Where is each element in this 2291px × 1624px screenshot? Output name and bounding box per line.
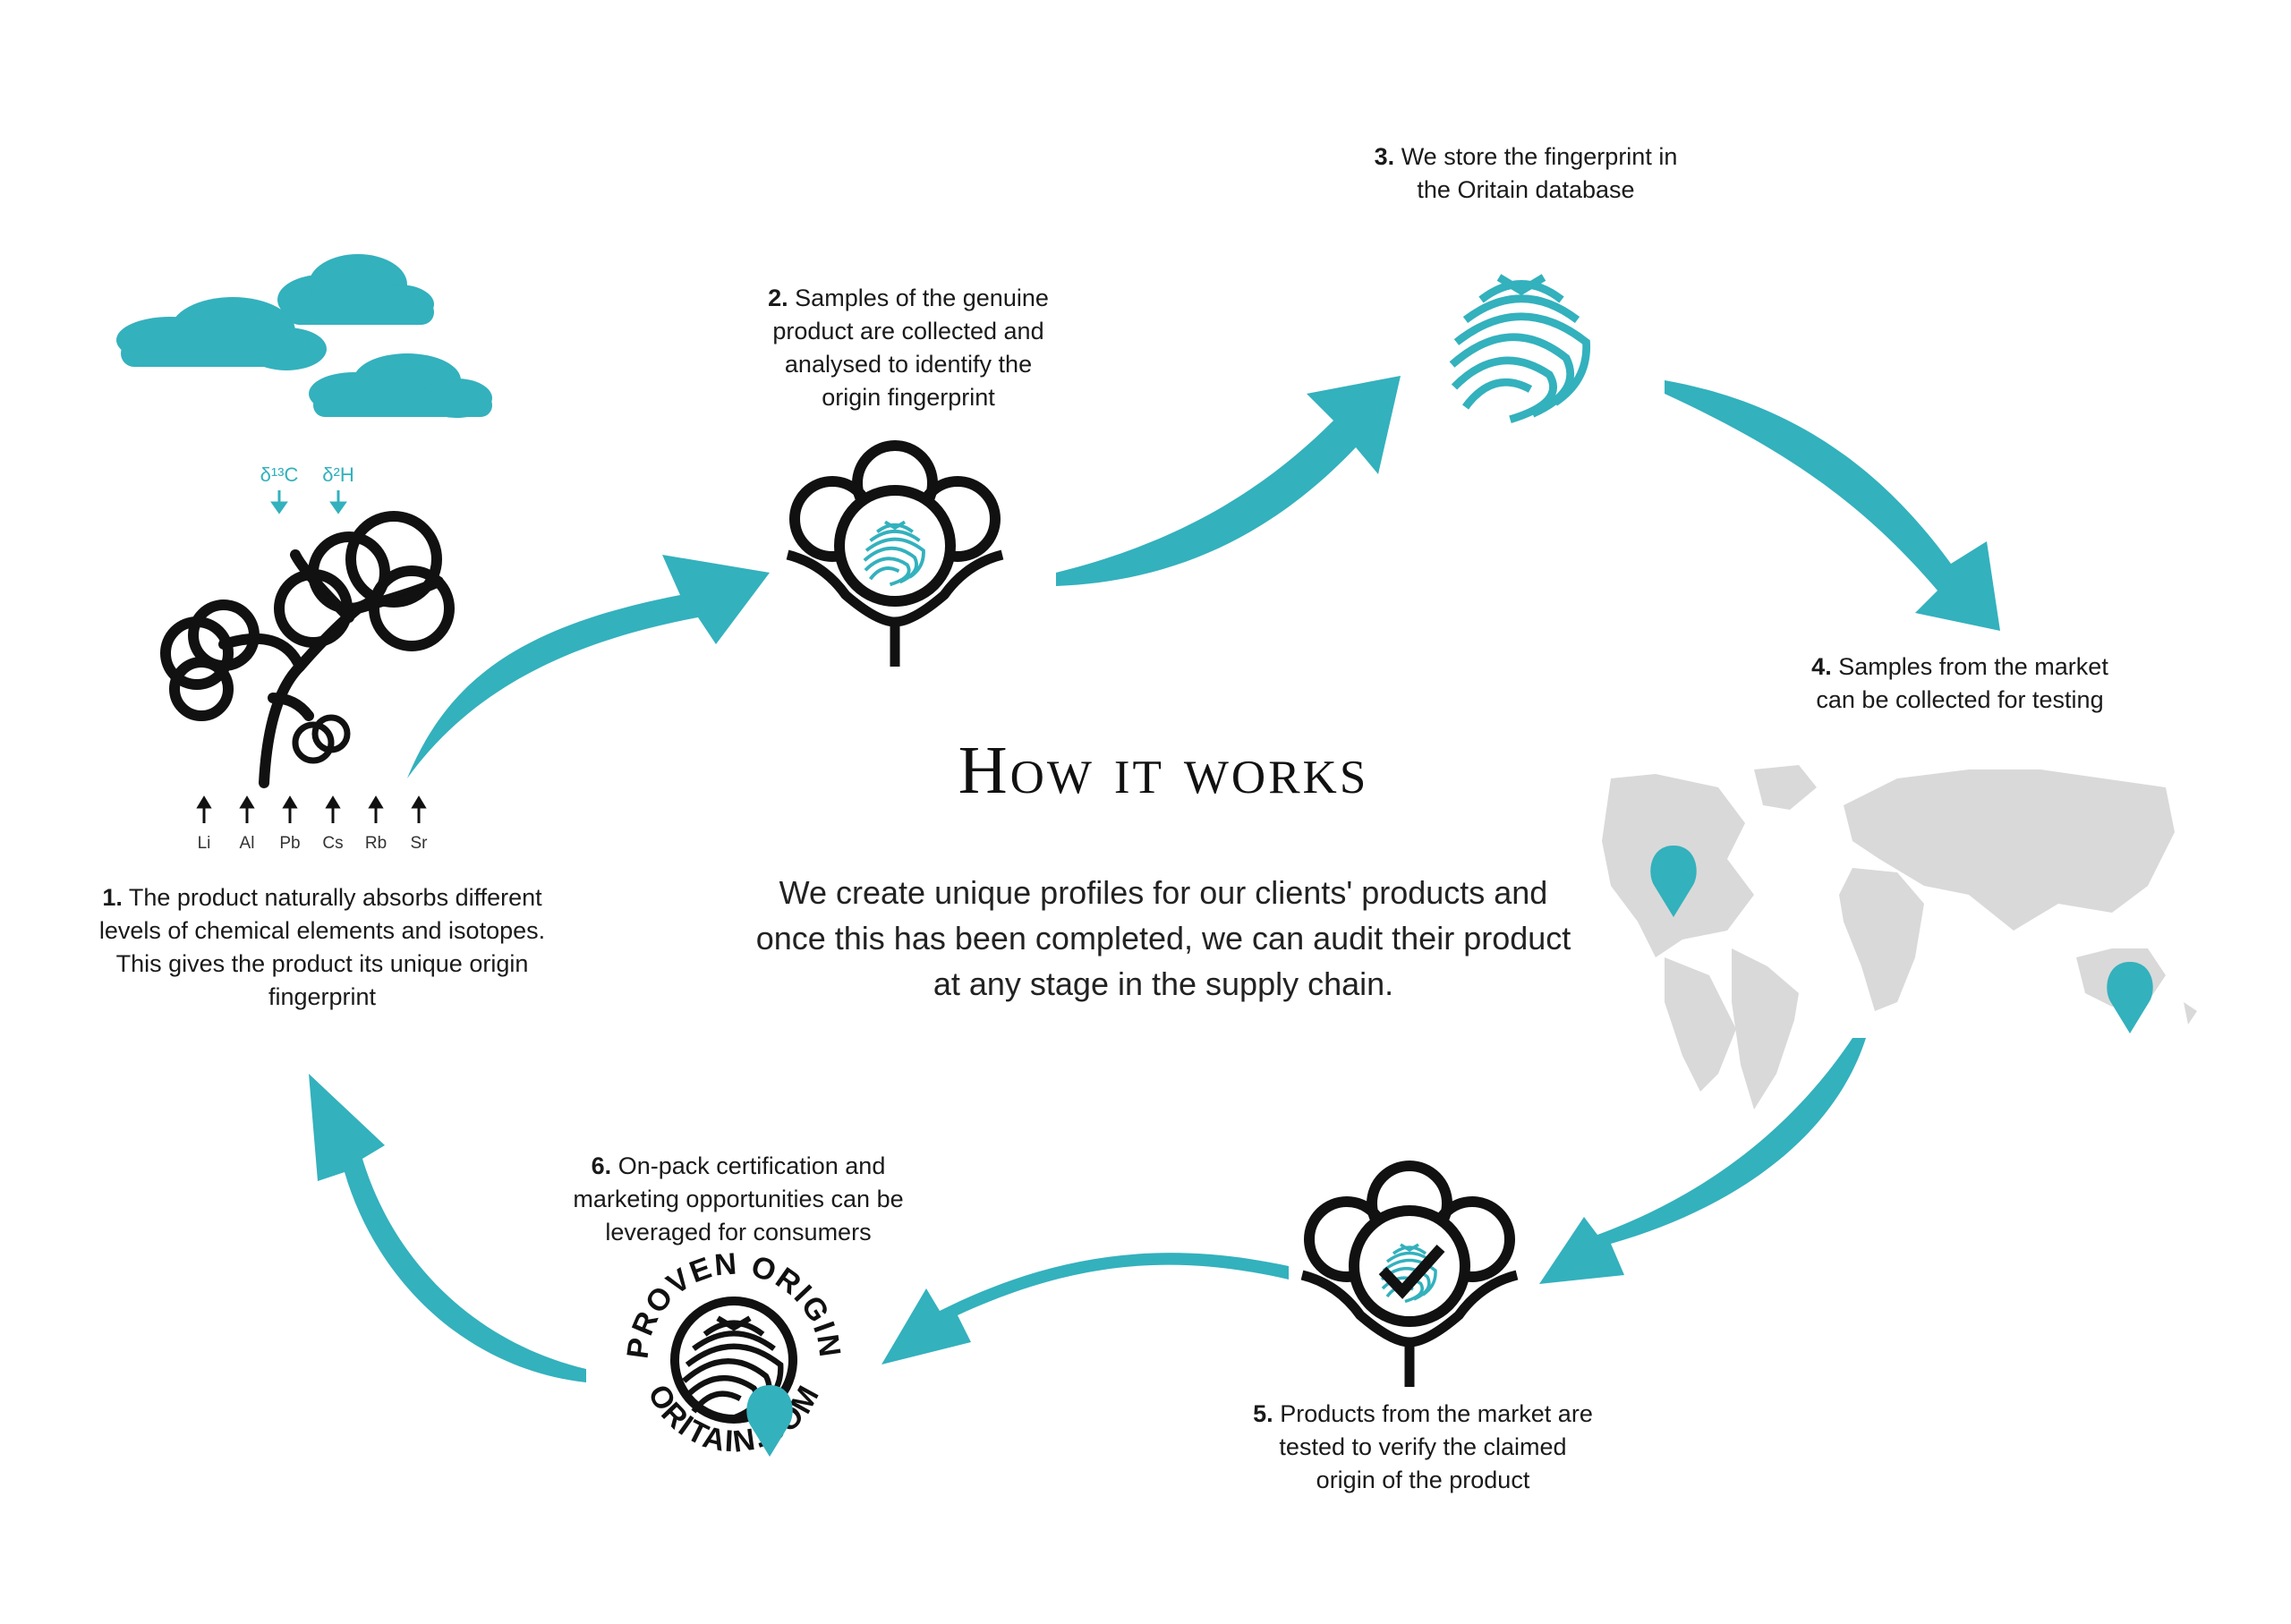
step-description: We store the fingerprint in the Oritain … (1401, 143, 1678, 203)
step-number: 1. (102, 884, 123, 911)
clouds-icon (116, 254, 492, 418)
step-description: Products from the market are tested to v… (1279, 1400, 1593, 1493)
step-2-text: 2. Samples of the genuine product are co… (756, 282, 1060, 414)
world-map-icon (1602, 765, 2197, 1110)
arrow-step5-to-step6 (881, 1253, 1289, 1365)
cotton-boll-fingerprint-icon (788, 446, 1002, 667)
isotope-labels: δ¹³C δ²H (260, 463, 354, 514)
element-rb: Rb (365, 834, 387, 853)
proven-origin-seal: PROVEN ORIGIN ORITAIN.COM (620, 1246, 845, 1458)
cotton-plant-icon (160, 511, 455, 788)
intro-paragraph: We create unique profiles for our client… (755, 874, 1571, 1002)
page-title: How it works (958, 733, 1369, 808)
step-number: 6. (591, 1152, 612, 1179)
step-6-text: 6. On-pack certification and marketing o… (564, 1150, 913, 1249)
step-description: On-pack certification and marketing oppo… (573, 1152, 904, 1246)
step-number: 3. (1374, 143, 1395, 170)
element-cs: Cs (322, 834, 343, 853)
location-pin-icon (2107, 962, 2153, 1033)
step-5-text: 5. Products from the market are tested t… (1248, 1398, 1597, 1497)
step-number: 5. (1253, 1400, 1273, 1427)
step-3-text: 3. We store the fingerprint in the Orita… (1374, 140, 1678, 207)
step-number: 2. (768, 285, 788, 311)
element-li: Li (198, 834, 211, 853)
arrow-step6-to-step1 (309, 1074, 586, 1382)
step-1-text: 1. The product naturally absorbs differe… (81, 881, 564, 1014)
step-description: The product naturally absorbs different … (98, 884, 546, 1010)
arrow-step3-to-step4 (1665, 380, 2000, 631)
isotope-carbon: δ¹³C (260, 463, 299, 486)
arrow-step4-to-step5 (1539, 1038, 1866, 1284)
step-number: 4. (1811, 653, 1832, 680)
cycle-arrows (309, 376, 2000, 1382)
element-pb: Pb (279, 834, 300, 853)
fingerprint-icon (1452, 277, 1587, 420)
arrow-step2-to-step3 (1056, 376, 1401, 586)
element-sr: Sr (411, 834, 429, 853)
cotton-boll-check-icon (1302, 1166, 1517, 1387)
arrow-step1-to-step2 (407, 555, 770, 778)
step-description: Samples of the genuine product are colle… (772, 285, 1049, 411)
element-labels: Li Al Pb Cs Rb Sr (196, 795, 429, 853)
step-4-text: 4. Samples from the market can be collec… (1799, 650, 2121, 717)
element-al: Al (240, 834, 255, 853)
step-description: Samples from the market can be collected… (1816, 653, 2108, 713)
isotope-hydrogen: δ²H (322, 463, 353, 486)
